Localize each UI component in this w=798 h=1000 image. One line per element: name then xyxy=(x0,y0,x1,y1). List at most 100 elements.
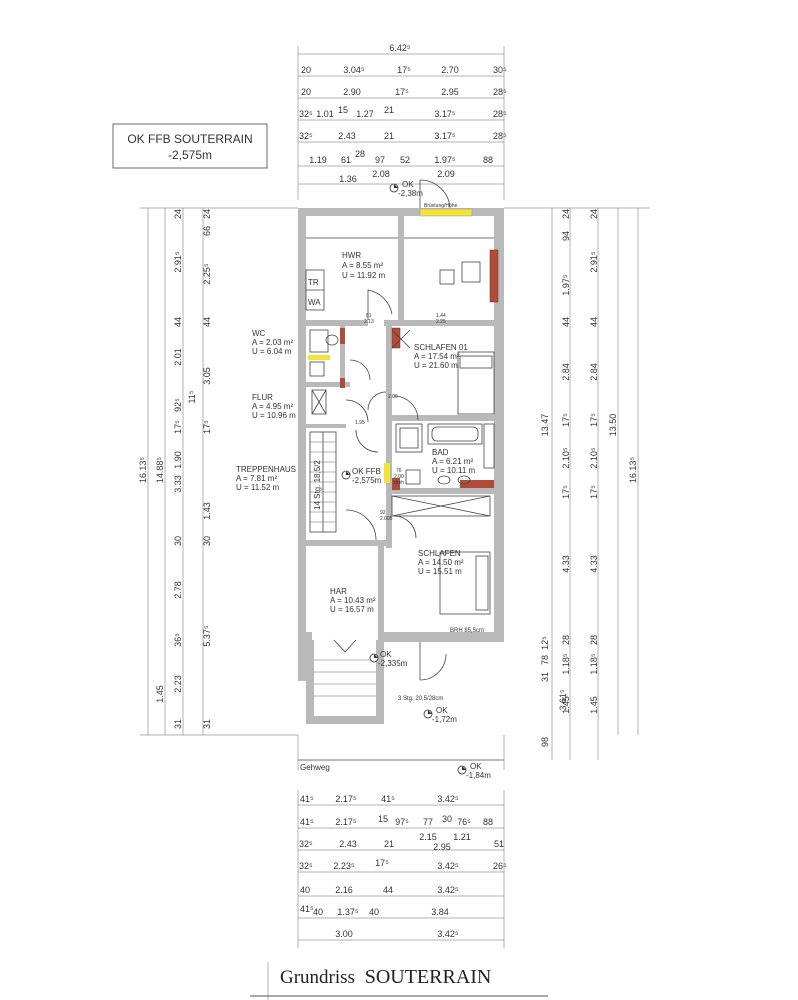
dim: 32⁵ xyxy=(299,839,313,849)
dim-left-2: 14.88⁵ xyxy=(155,457,165,484)
dim: 17⁵ xyxy=(375,858,389,868)
level-value: -2,575m xyxy=(352,476,382,485)
dim: 28⁵ xyxy=(493,131,507,141)
level-label: OK xyxy=(380,650,392,659)
dim: 36⁵ xyxy=(173,633,183,647)
dim: 17⁵ xyxy=(561,485,571,499)
dim: 1.90 xyxy=(173,451,183,469)
dim: 3.42⁵ xyxy=(437,885,459,895)
dim: 1.36 xyxy=(339,174,357,184)
dim: 17⁵ xyxy=(589,485,599,499)
dim: 1.43 xyxy=(202,502,212,520)
dim: 26⁵ xyxy=(493,861,507,871)
left-dimensions: 16.13⁵ 14.88⁵ 24 2.91⁵ 44 2.01 92⁵ 11⁵ 1… xyxy=(138,207,298,736)
dim: 20 xyxy=(301,65,311,75)
dim: 2.16 xyxy=(335,885,353,895)
dim-top-total: 6.42⁵ xyxy=(389,43,411,53)
dim: 3.00 xyxy=(335,929,353,939)
dim: 3.61⁵ xyxy=(558,689,568,711)
dim: 2.17⁵ xyxy=(335,794,357,804)
level-value: -1,72m xyxy=(432,715,457,724)
room-name: SCHLAFEN xyxy=(418,549,461,558)
room-perimeter: U = 11.52 m xyxy=(236,483,280,492)
dim: 61 xyxy=(341,155,351,165)
label-door: 2.005 xyxy=(380,516,393,522)
room-name: TREPPENHAUS xyxy=(236,465,296,474)
dim: 31 xyxy=(173,719,183,729)
dim: 51 xyxy=(494,839,504,849)
level-marker-low: OK -1,72m xyxy=(423,706,457,724)
level-marker-mid: OK -2,335m xyxy=(369,650,408,668)
dim: 41⁵ xyxy=(300,904,314,914)
dim: 1.97⁵ xyxy=(561,274,571,296)
right-dimensions: 24 94 1.97⁵ 44 2.84 17⁵ 2.10⁵ 17⁵ 4.33 2… xyxy=(504,207,650,760)
dim: 1.37⁵ xyxy=(337,907,359,917)
room-area: A = 4.95 m² xyxy=(252,402,293,411)
dim: 3.04⁵ xyxy=(343,65,365,75)
dim: 98 xyxy=(540,737,550,747)
dim: 2.01 xyxy=(173,348,183,366)
dim: 31 xyxy=(540,672,550,682)
level-marker-top: OK -2,38m xyxy=(389,180,423,198)
room-hwr: HWR A = 8.55 m² U = 11.92 m TR WA xyxy=(308,251,386,307)
level-label: OK xyxy=(436,706,448,715)
dim: 44 xyxy=(173,317,183,327)
dim: 41⁵ xyxy=(300,817,314,827)
dim-right-total: 16.13⁵ xyxy=(628,457,638,484)
room-area: A = 10.43 m² xyxy=(330,596,376,605)
dim: 2.95 xyxy=(433,842,451,852)
room-perimeter: U = 16.57 m xyxy=(330,605,374,614)
dim: 20 xyxy=(301,87,311,97)
dim: 17⁵ xyxy=(561,413,571,427)
top-dimensions: 6.42⁵ 20 3.04⁵ 17⁵ 2.70 30⁵ 20 2.90 17⁵ … xyxy=(297,43,507,200)
label-outer-stairs: 3 Stg. 20,5/28cm xyxy=(398,696,443,702)
dim: 3.05 xyxy=(202,367,212,385)
level-label: OK xyxy=(470,762,482,771)
dim: 17⁵ xyxy=(202,420,212,434)
header-line-2: -2,575m xyxy=(168,148,212,162)
dim: 13.50 xyxy=(608,414,618,437)
dim: 5.37⁵ xyxy=(202,625,212,647)
bottom-dimensions: 41⁵ 2.17⁵ 41⁵ 3.42⁵ 41⁵ 2.17⁵ 15 97⁵ 77 … xyxy=(297,790,507,948)
dim: 3.42⁵ xyxy=(437,929,459,939)
dim: 2.84 xyxy=(589,363,599,381)
dim: 11⁵ xyxy=(187,390,197,403)
dim: 21 xyxy=(384,839,394,849)
dim: 17⁵ xyxy=(395,87,409,97)
dim: 17⁵ xyxy=(173,420,183,434)
dim: 32⁵ xyxy=(299,861,313,871)
dim: 2.23⁵ xyxy=(333,861,355,871)
dim: 24 xyxy=(589,209,599,219)
dim: 88 xyxy=(483,817,493,827)
dim: 3.84 xyxy=(431,907,449,917)
level-value: -1,84m xyxy=(466,771,491,780)
dim: 30 xyxy=(442,814,452,824)
dim: 2.95 xyxy=(441,87,459,97)
dim: 3.17⁵ xyxy=(434,131,456,141)
dim: 32⁵ xyxy=(299,109,313,119)
label-door: 2.00 xyxy=(394,474,404,480)
dim: 4.33 xyxy=(589,555,599,573)
label-door: 1.95 xyxy=(355,420,365,426)
dim: 1.45 xyxy=(589,696,599,714)
room-schlafen: SCHLAFEN A = 14.50 m² U = 15.51 m xyxy=(418,549,464,576)
room-perimeter: U = 21.60 m xyxy=(414,361,458,370)
dim: 1.97⁵ xyxy=(434,155,456,165)
dim: 17⁵ xyxy=(589,413,599,427)
level-marker-walk: OK -1,84m xyxy=(457,762,491,780)
label-window: 2.25 xyxy=(436,319,446,325)
room-perimeter: U = 10.11 m xyxy=(432,466,476,475)
label-tr: TR xyxy=(308,278,319,287)
building-walls xyxy=(298,208,504,724)
dim: 2.90 xyxy=(343,87,361,97)
room-perimeter: U = 15.51 m xyxy=(418,567,462,576)
dim: 52 xyxy=(400,155,410,165)
room-wc: WC A = 2.03 m² U = 6.04 m xyxy=(252,329,293,356)
dim: 13.47 xyxy=(540,414,550,437)
dim: 2.70 xyxy=(441,65,459,75)
dim: 28 xyxy=(561,635,571,645)
header-line-1: OK FFB SOUTERRAIN xyxy=(127,132,252,146)
room-schlafen-01: SCHLAFEN 01 A = 17.54 m² U = 21.60 m xyxy=(414,343,468,370)
level-label: OK xyxy=(402,180,414,189)
